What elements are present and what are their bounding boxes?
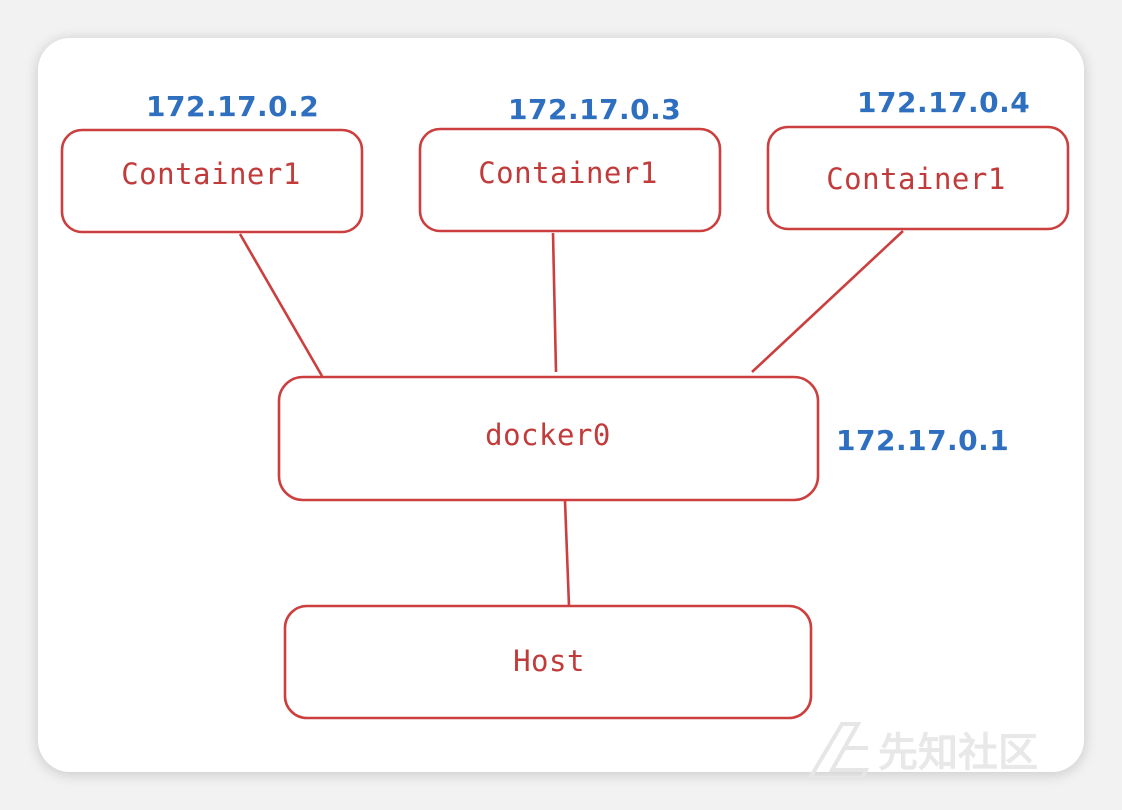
edge-container-1-to-docker0 xyxy=(238,233,324,377)
container-node-1: Container1 xyxy=(60,128,364,234)
docker0-ip: 172.17.0.1 xyxy=(836,424,1009,457)
container-ip-3: 172.17.0.4 xyxy=(857,86,1030,119)
docker0-label: docker0 xyxy=(485,418,611,452)
container-box-1 xyxy=(60,128,364,234)
host-box xyxy=(283,604,813,720)
container-label-2: Container1 xyxy=(478,156,658,190)
container-ip-2: 172.17.0.3 xyxy=(508,93,681,126)
container-label-3: Container1 xyxy=(826,162,1006,196)
edge-container-2-to-docker0 xyxy=(551,232,558,373)
container-label-1: Container1 xyxy=(121,157,301,191)
docker0-node: docker0 xyxy=(277,375,820,502)
container-node-3: Container1 xyxy=(766,125,1070,231)
edge-docker0-to-host xyxy=(563,500,571,607)
watermark-text: 先知社区 xyxy=(878,730,1038,776)
watermark: 先知社区 xyxy=(806,722,1038,780)
container-node-2: Container1 xyxy=(418,127,722,233)
docker0-box xyxy=(277,375,820,502)
container-ip-1: 172.17.0.2 xyxy=(146,90,319,123)
container-box-2 xyxy=(418,127,722,233)
host-node: Host xyxy=(283,604,813,720)
edge-container-3-to-docker0 xyxy=(751,230,904,373)
container-box-3 xyxy=(766,125,1070,231)
xianzhi-logo-icon xyxy=(806,722,870,780)
host-label: Host xyxy=(513,644,585,678)
